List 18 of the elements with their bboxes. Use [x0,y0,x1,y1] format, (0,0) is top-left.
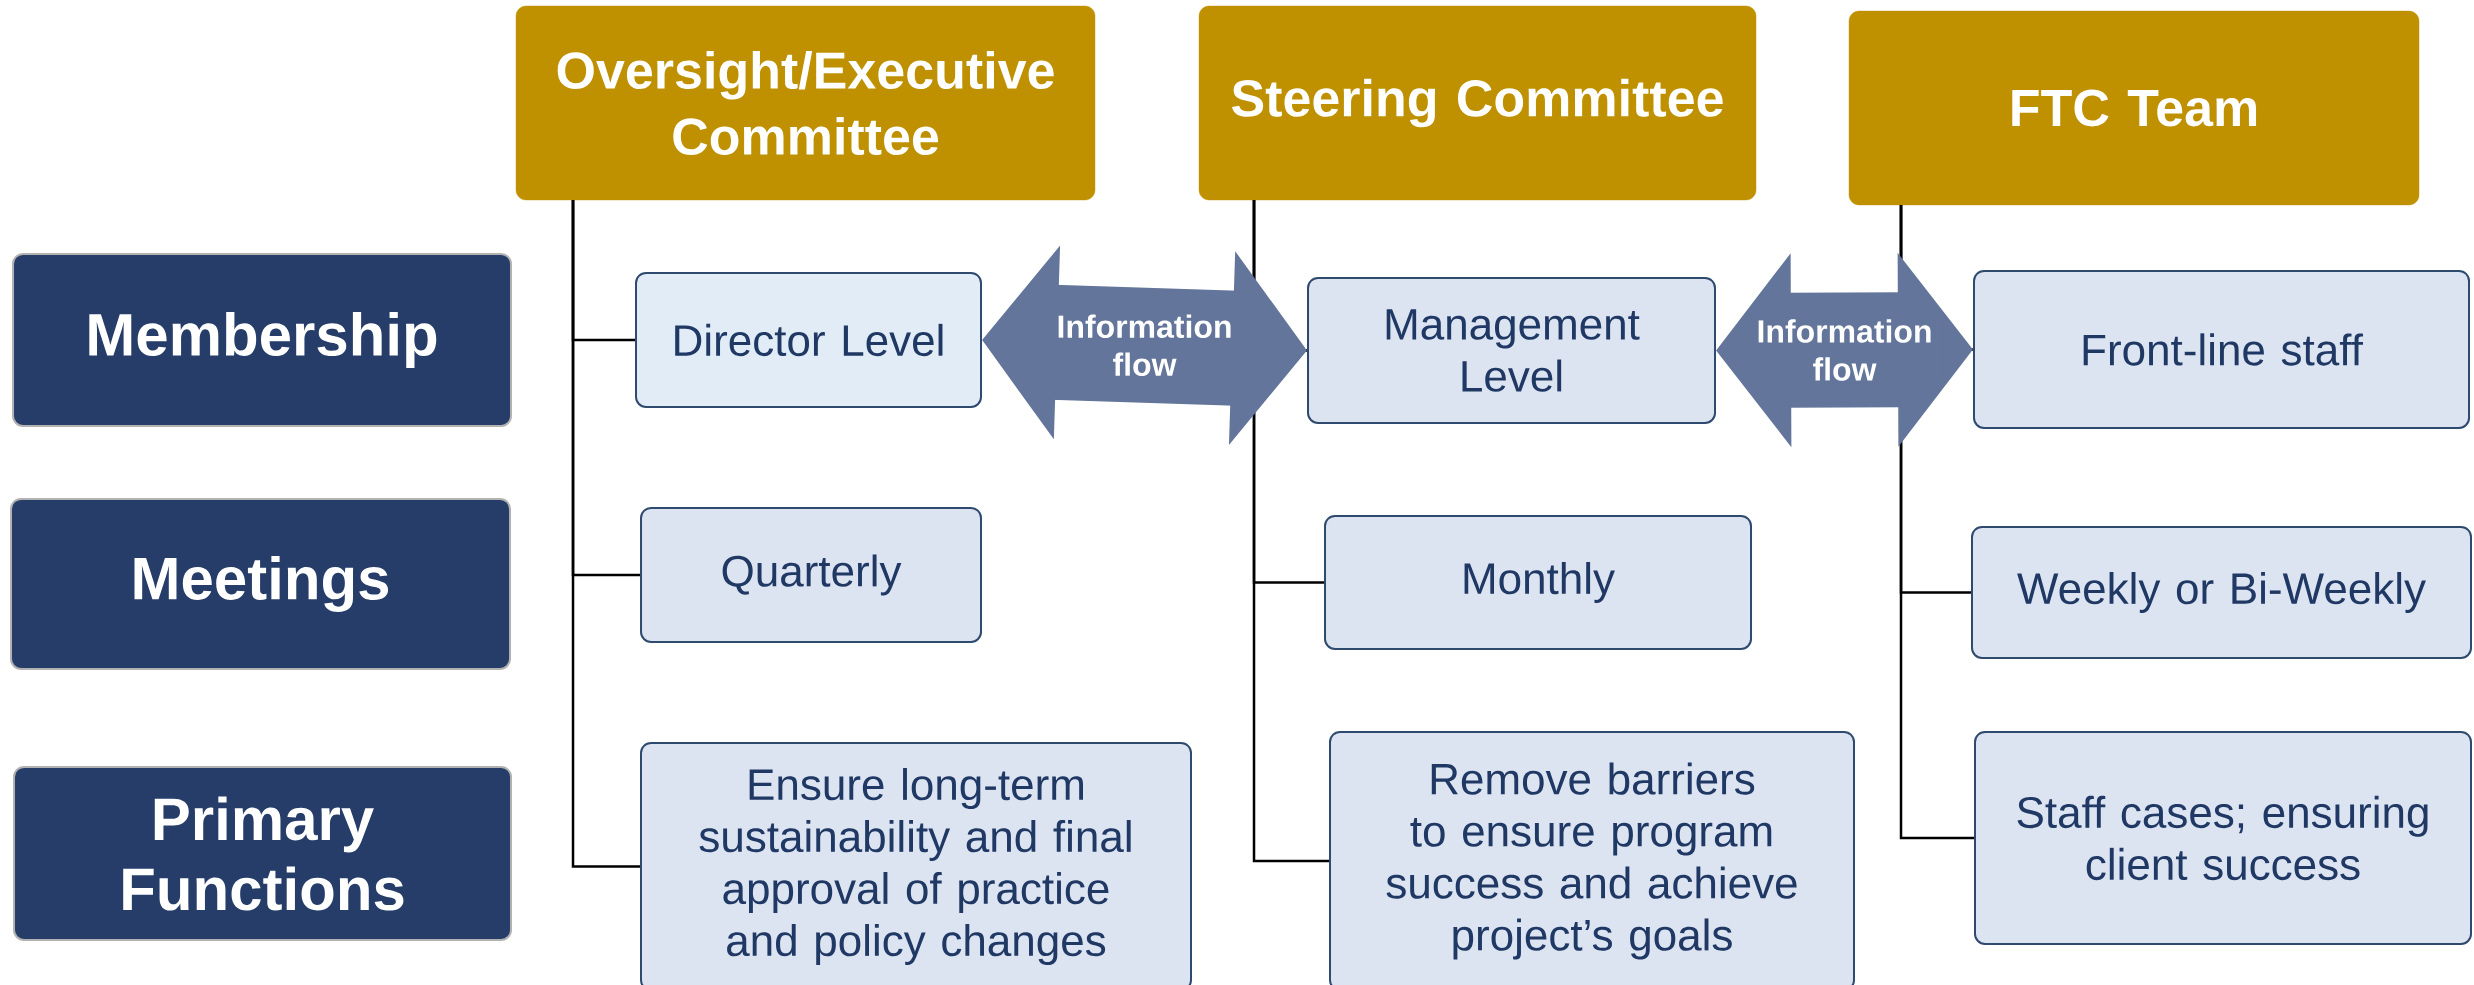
edge-label: Information flow [1058,314,1231,376]
membership-box: Director Level [635,272,982,408]
committee-header: Steering Committee [1198,5,1757,201]
row-label-box: Primary Functions [13,766,512,941]
meetings-box: Quarterly [640,507,982,643]
committee-header: Oversight/Executive Committee [515,5,1096,201]
function-box: Remove barriers to ensure program success and achieve project’s goals [1329,731,1855,985]
row-label-box: Meetings [10,498,511,670]
edge-label: Information flow [1758,319,1931,381]
function-box: Staff cases; ensuring client success [1974,731,2472,945]
meetings-box: Weekly or Bi-Weekly [1971,526,2472,659]
connector-line [571,200,640,868]
row-label-box: Membership [12,253,512,427]
meetings-box: Monthly [1324,515,1752,650]
function-box: Ensure long-term sustainability and final approval of practice and policy changes [640,742,1192,985]
committee-header: FTC Team [1848,10,2420,206]
membership-box: Front-line staff [1973,270,2470,429]
membership-box: Management Level [1307,277,1716,424]
